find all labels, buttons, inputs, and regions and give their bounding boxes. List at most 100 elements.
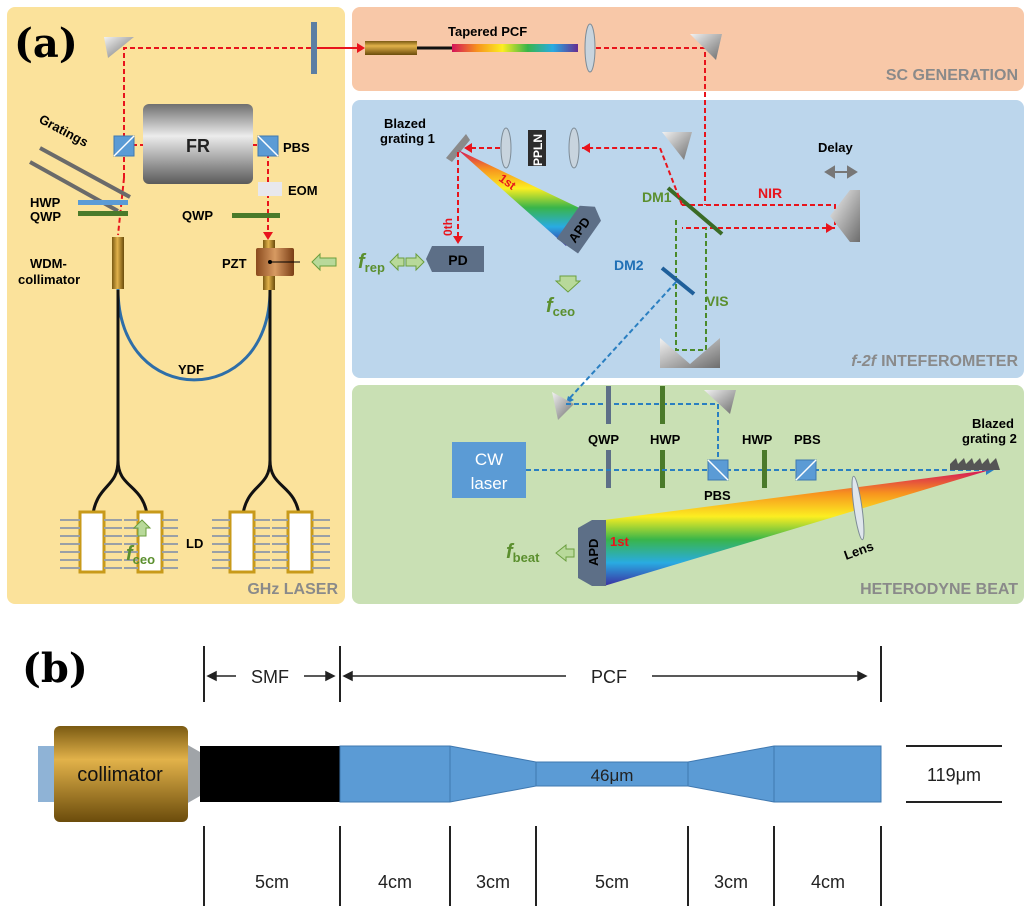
laser-diode-1	[60, 510, 122, 574]
dm2	[660, 266, 696, 296]
pzt-input-arrow	[311, 252, 337, 272]
fceo-f2f-label: fceo	[546, 295, 575, 319]
ydf-label: YDF	[178, 362, 204, 377]
to-ppln	[582, 147, 683, 206]
pcf-label: PCF	[591, 667, 627, 687]
fceo-laser-sub: ceo	[133, 552, 155, 567]
zeroth-order-label: 0th	[441, 218, 455, 236]
f2f-lens-1	[568, 127, 580, 169]
beat-hwp-top	[660, 386, 665, 424]
segment-label-5: 3cm	[714, 872, 748, 892]
frep-sub: rep	[365, 260, 385, 275]
beat-pbs-1-diag	[707, 459, 729, 481]
qwp-right-label: QWP	[182, 208, 213, 223]
grating-left-1	[39, 146, 131, 199]
smf-label: SMF	[251, 667, 289, 687]
dm1	[666, 186, 724, 236]
beat-qwp-label: QWP	[588, 432, 619, 447]
collimator-stub	[38, 746, 56, 802]
segment-label-4: 5cm	[595, 872, 629, 892]
beat-qwp-top	[606, 386, 611, 424]
segment-label-1: 5cm	[255, 872, 289, 892]
pcf-section-dividers	[449, 746, 775, 802]
fbeat-main: f	[506, 541, 515, 563]
ld-label: LD	[186, 536, 203, 551]
fceo-laser-label: fceo	[126, 543, 155, 567]
apd-beat-label: APD	[586, 539, 601, 566]
window-top	[311, 22, 317, 74]
mirror-sc-right	[690, 34, 722, 60]
fbeat-sub: beat	[513, 550, 540, 565]
sc-collimator	[365, 41, 417, 55]
fceo-f2f-main: f	[546, 295, 555, 317]
fceo-laser-main: f	[126, 543, 135, 565]
blazed2-label-1: Blazed	[972, 416, 1014, 431]
f2f-lens-2	[500, 127, 512, 169]
collimator-taper	[186, 744, 200, 804]
hwp-left-label: HWP	[30, 195, 61, 210]
frep-main: f	[358, 251, 367, 273]
fceo-f2f-sub: ceo	[553, 304, 575, 319]
blazed1-label-2: grating 1	[380, 131, 435, 146]
pzt-label: PZT	[222, 256, 247, 271]
smf-span	[206, 670, 336, 682]
fr-label: FR	[186, 136, 210, 156]
cw-label-1: CW	[475, 450, 503, 469]
ld-input-arrow	[132, 519, 152, 537]
fbeat-label: fbeat	[506, 541, 540, 565]
ppln-label: PPLN	[531, 134, 545, 166]
frep-label: frep	[358, 251, 385, 275]
delay-label: Delay	[818, 140, 853, 155]
fiber-left-split	[90, 290, 150, 521]
pbs-left-diag	[113, 135, 135, 157]
collimator-body	[54, 726, 188, 822]
beat-pbs1-label: PBS	[704, 488, 731, 503]
beat-section-title: HETERODYNE BEAT	[860, 581, 1018, 598]
segment-label-6: 4cm	[811, 872, 845, 892]
vis-label: VIS	[706, 293, 729, 309]
laser-diode-4	[272, 510, 330, 574]
pd	[426, 246, 484, 272]
cavity-beam-left-lower	[117, 177, 125, 236]
nir-label: NIR	[758, 185, 782, 201]
f2f-prefix: f-2f	[851, 353, 878, 370]
beat-fan	[604, 470, 990, 586]
tapered-pcf-label: Tapered PCF	[448, 24, 527, 39]
eom-label: EOM	[288, 183, 318, 198]
mirror-top-left	[104, 37, 134, 58]
cw-label-2: laser	[471, 474, 508, 493]
sc-lens	[584, 23, 596, 73]
pbs-right-diag	[257, 135, 279, 157]
segment-ticks	[203, 826, 882, 906]
dm2-to-beat	[567, 281, 677, 401]
beat-section	[352, 385, 1024, 604]
first-order-beat-label: 1st	[610, 534, 629, 549]
blazed2-label-2: grating 2	[962, 431, 1017, 446]
waist-label: 46μm	[591, 766, 634, 785]
mirror-beat-left	[552, 392, 574, 420]
apd-beat-arrow	[555, 543, 575, 563]
cavity-beam	[123, 47, 360, 178]
beat-hwp1-label: HWP	[650, 432, 681, 447]
laser-diode-3	[212, 510, 270, 574]
pcf-span	[342, 670, 868, 682]
beat-lens	[851, 475, 865, 541]
panel-b-letter: (b)	[22, 645, 88, 692]
cw-laser	[452, 442, 526, 498]
panel-a-letter: (a)	[14, 20, 78, 67]
arrow-down-pzt	[263, 232, 273, 240]
segment-label-2: 4cm	[378, 872, 412, 892]
qwp-left	[78, 211, 128, 216]
f2f-section	[352, 100, 1024, 378]
faraday-rotator	[143, 104, 253, 184]
apd-beat	[578, 520, 606, 586]
fiber-right-split	[240, 290, 302, 521]
blazed-grating-2	[950, 458, 1000, 470]
pd-arrow	[405, 252, 425, 272]
qwp-left-label: QWP	[30, 209, 61, 224]
beat-hwp-2	[762, 450, 767, 488]
blazed1-label-1: Blazed	[384, 116, 426, 131]
segment-label-3: 3cm	[476, 872, 510, 892]
